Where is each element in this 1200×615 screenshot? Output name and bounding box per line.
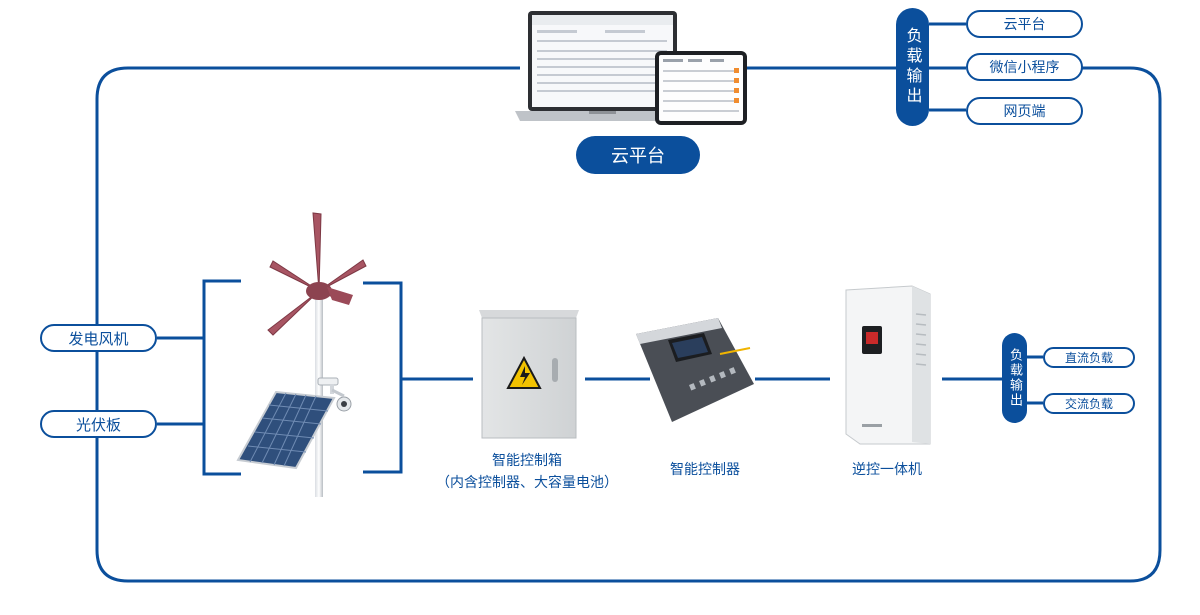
- tablet-screen-icon: [655, 51, 747, 125]
- control-box-caption: 智能控制箱 （内含控制器、大容量电池）: [432, 450, 622, 494]
- inverter-icon: [845, 285, 931, 445]
- wind-turbine-label[interactable]: 发电风机: [40, 324, 157, 352]
- ac-load-label[interactable]: 交流负载: [1043, 393, 1135, 414]
- source-bracket-left: [202, 279, 241, 476]
- solar-panel-label[interactable]: 光伏板: [40, 410, 157, 438]
- dc-load-label[interactable]: 直流负载: [1043, 347, 1135, 368]
- top-load-output-badge: 负载输出: [896, 8, 929, 126]
- camera-icon: [317, 377, 352, 412]
- solar-panel-icon: [236, 390, 336, 470]
- high-voltage-warning-icon: [506, 355, 542, 389]
- output-web-portal[interactable]: 网页端: [966, 97, 1083, 125]
- main-frame: [95, 66, 1162, 583]
- charge-controller-icon: [636, 318, 754, 422]
- control-box-title: 智能控制箱: [492, 453, 562, 469]
- controller-caption: 智能控制器: [670, 462, 740, 478]
- electrical-cabinet-icon: [479, 310, 579, 439]
- control-box-subtitle: （内含控制器、大容量电池）: [436, 475, 618, 491]
- laptop-screen-icon: [515, 11, 690, 121]
- load-output-badge: 负载输出: [1002, 333, 1027, 423]
- output-wechat-miniprogram[interactable]: 微信小程序: [966, 53, 1083, 81]
- inverter-caption: 逆控一体机: [852, 462, 922, 478]
- cloud-platform-badge: 云平台: [576, 136, 700, 174]
- output-cloud-platform[interactable]: 云平台: [966, 10, 1083, 38]
